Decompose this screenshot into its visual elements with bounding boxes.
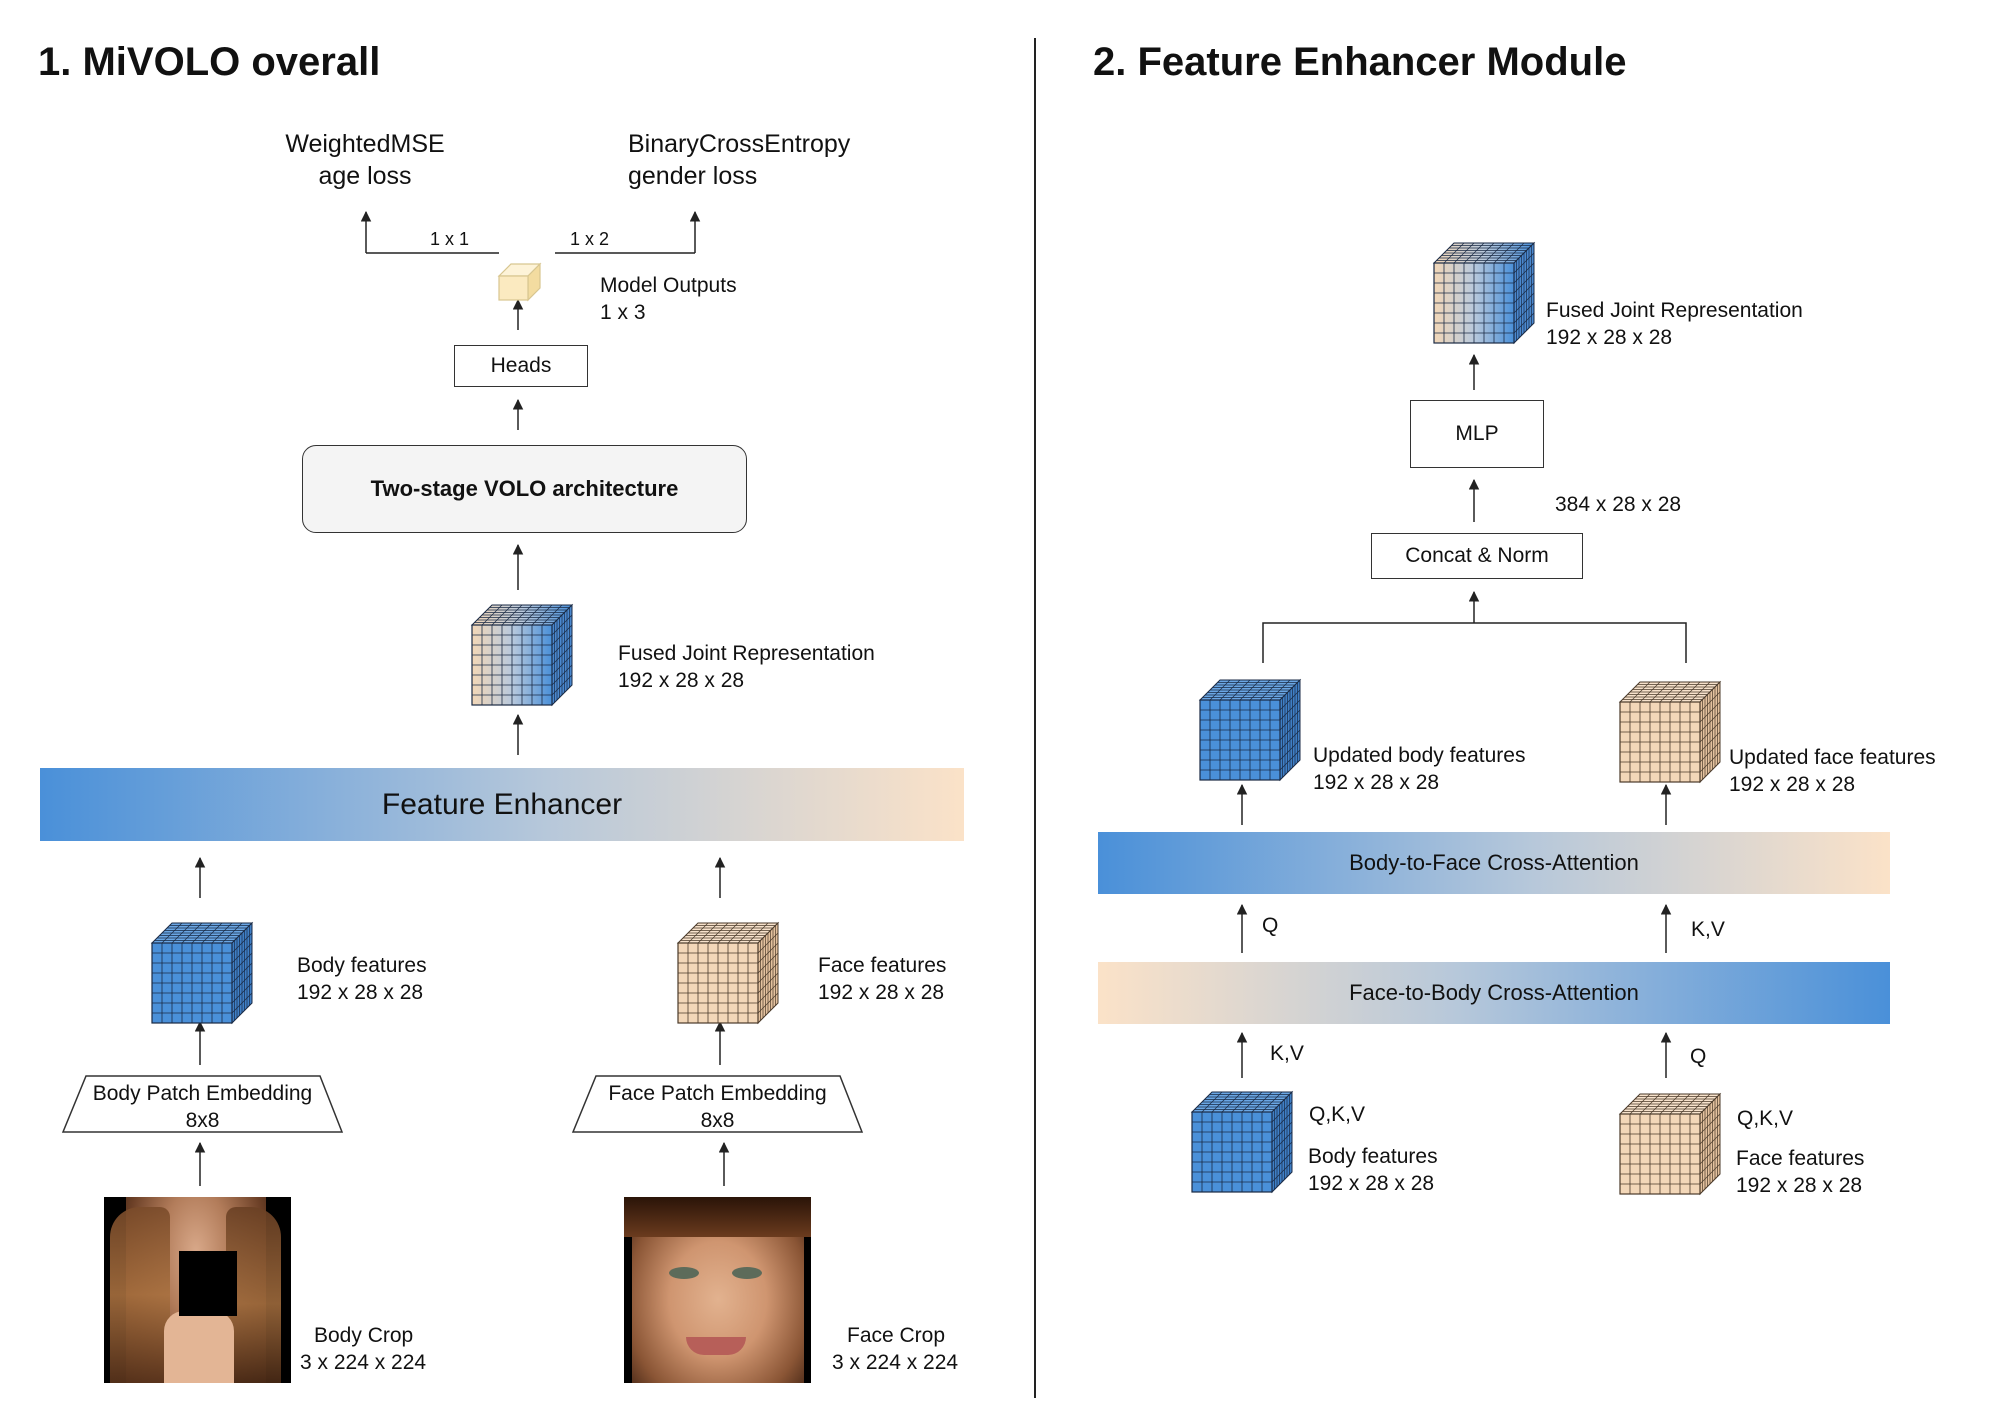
concat-dim-label: 384 x 28 x 28 [1555,493,1682,516]
face-features-cube-right [1618,1092,1722,1196]
face-patch-embedding-shape [571,1075,864,1133]
qkv-face-label: Q,K,V [1737,1107,1794,1130]
face-to-body-attention-bar: Face-to-Body Cross-Attention [1098,962,1890,1024]
face-redaction-block [179,1251,237,1316]
age-output-dim: 1 x 1 [430,229,470,249]
body-to-face-attention-bar: Body-to-Face Cross-Attention [1098,832,1890,894]
fused-joint-cube [470,603,574,707]
face-crop-image [624,1197,811,1383]
feature-enhancer-bar: Feature Enhancer [40,768,964,841]
kv-label-left: K,V [1270,1042,1304,1065]
face-features-cube [676,921,780,1025]
q-label-left: Q [1262,914,1279,937]
body-crop-image [104,1197,291,1383]
volo-architecture-box: Two-stage VOLO architecture [302,445,747,533]
right-panel-title: 2. Feature Enhancer Module [1093,40,1627,84]
updated-face-cube [1618,680,1722,784]
body-features-cube [150,921,254,1025]
mlp-box: MLP [1410,400,1544,468]
model-output-cube [497,262,542,302]
q-label-right: Q [1690,1045,1707,1068]
concat-norm-box: Concat & Norm [1371,533,1583,579]
fused-joint-cube-right [1432,241,1536,345]
left-panel-title: 1. MiVOLO overall [38,40,381,84]
gender-output-dim: 1 x 2 [570,229,610,249]
qkv-body-label: Q,K,V [1309,1103,1366,1126]
body-patch-embedding-shape [61,1075,344,1133]
body-features-cube-right [1190,1090,1294,1194]
heads-box: Heads [454,345,588,387]
updated-body-cube [1198,678,1302,782]
kv-label-right: K,V [1691,918,1725,941]
